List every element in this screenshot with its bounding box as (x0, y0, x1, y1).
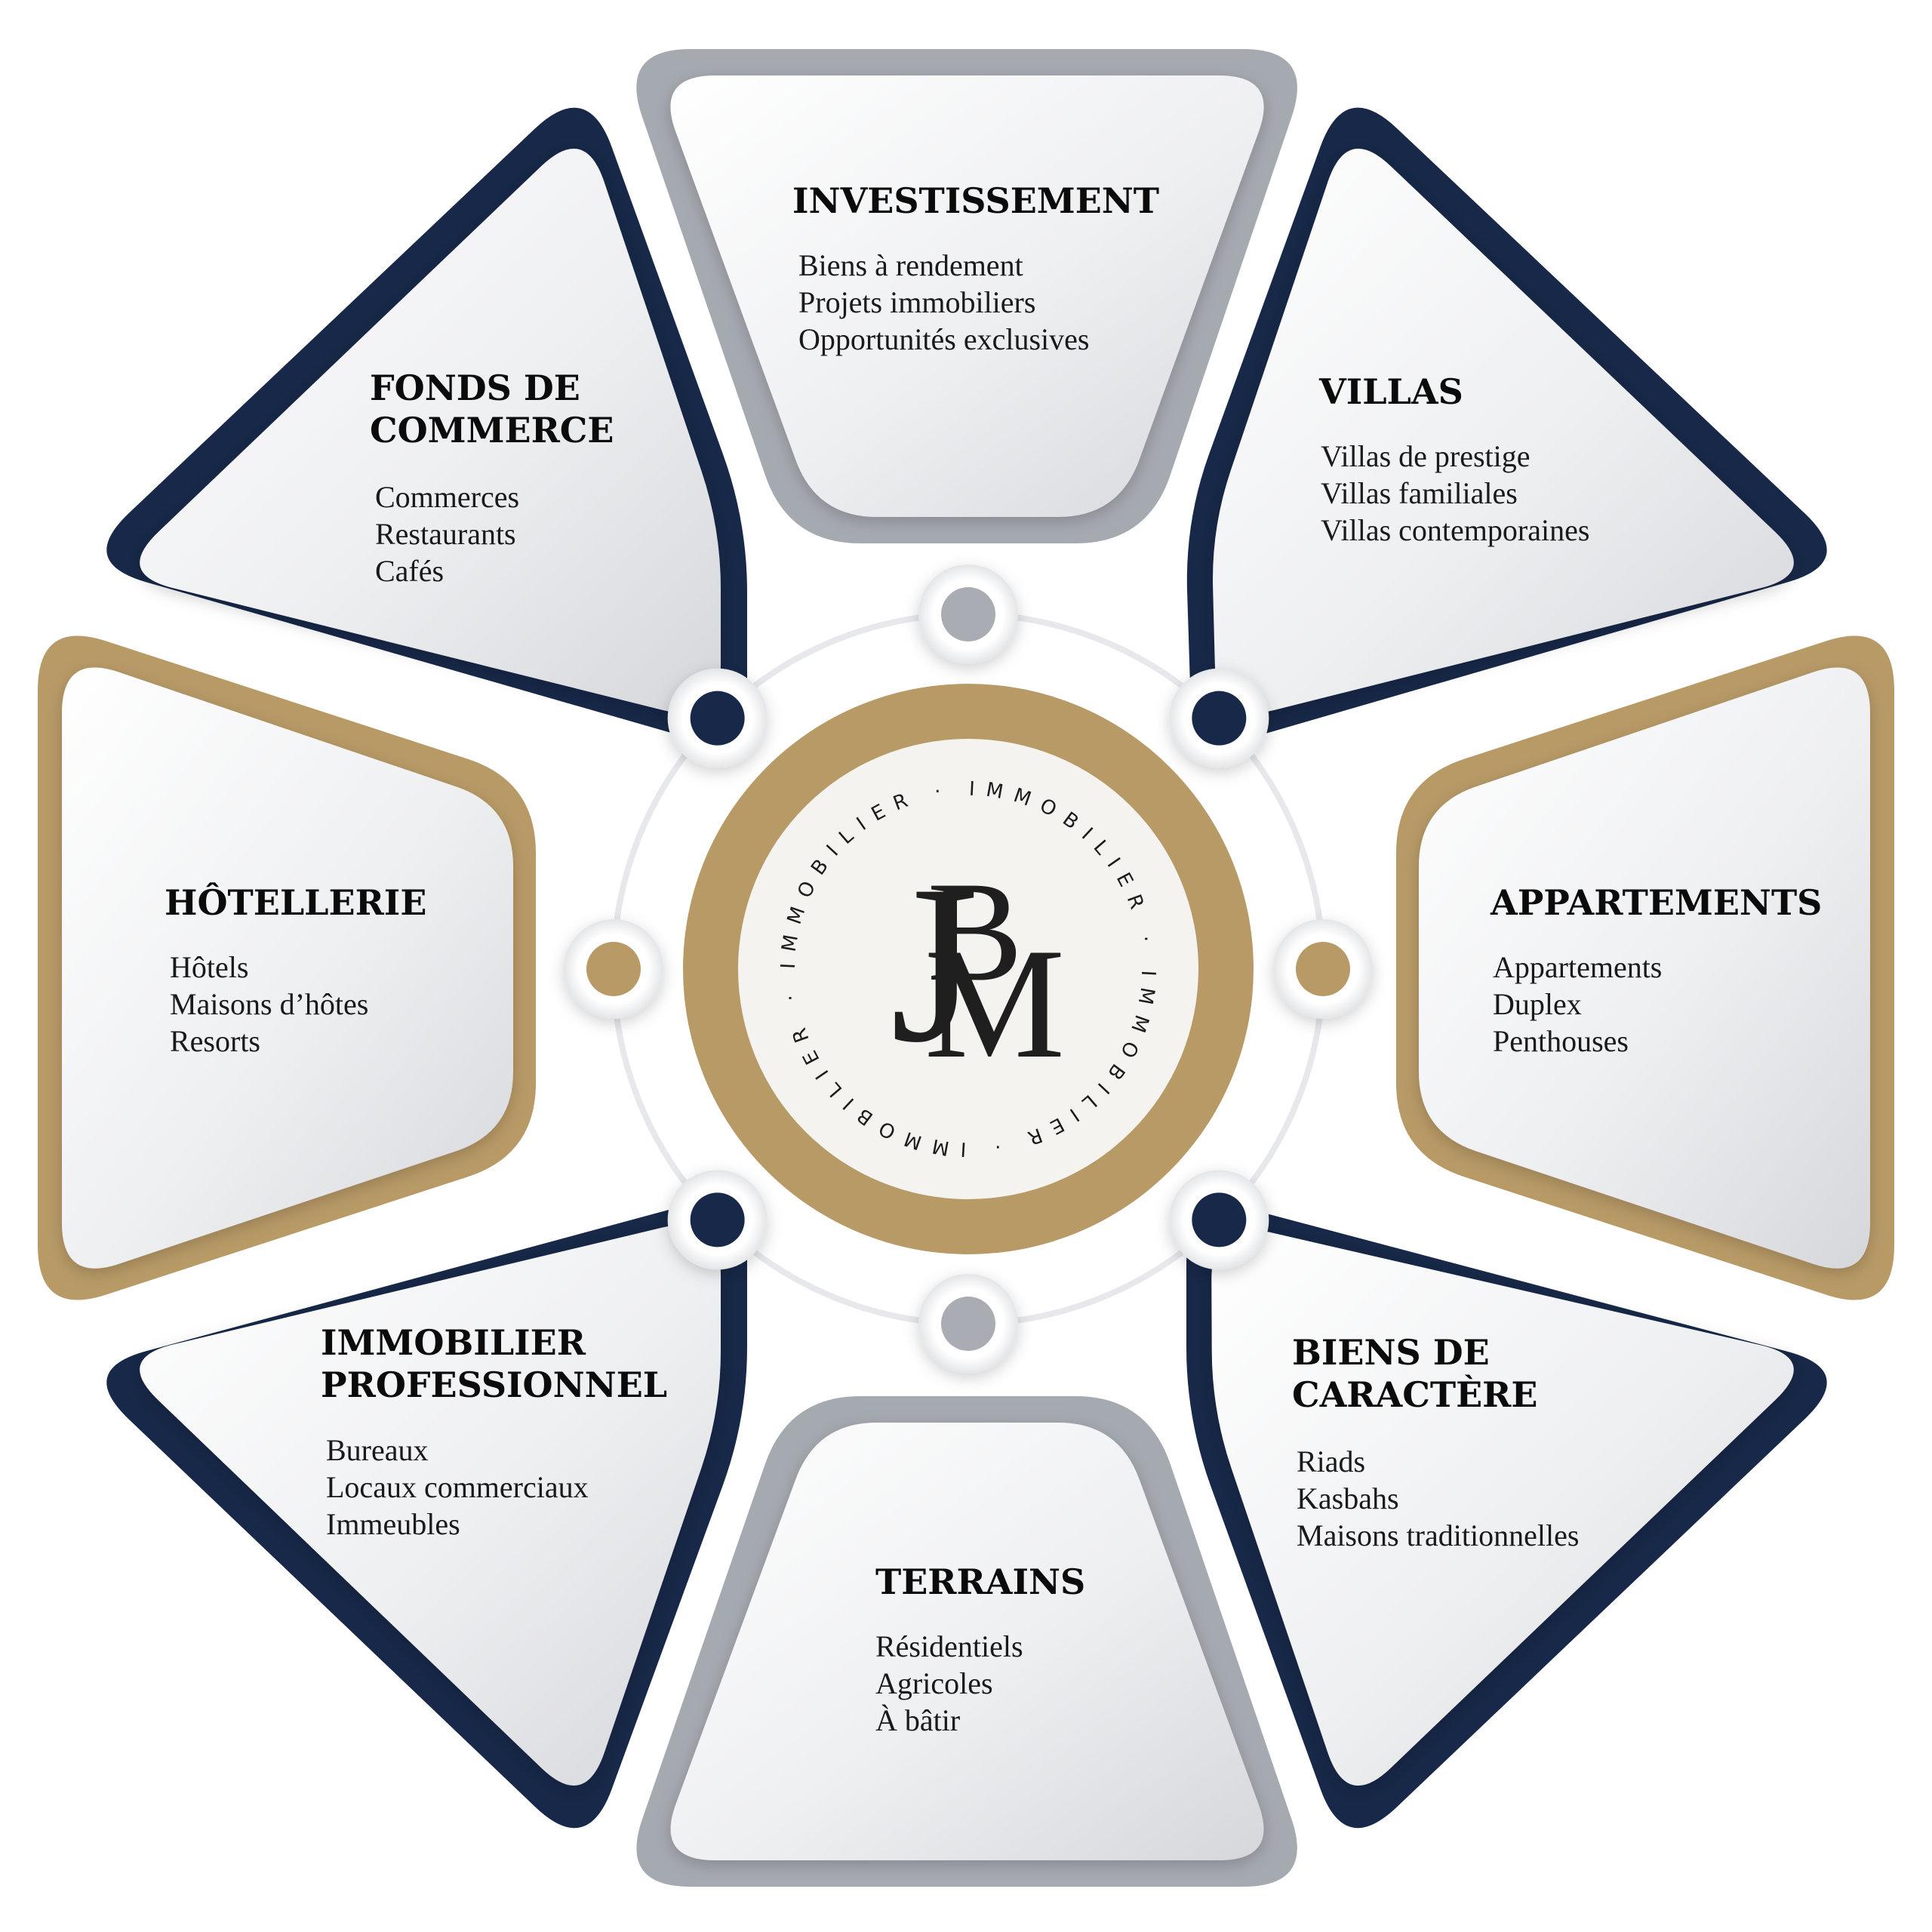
segment-title: APPARTEMENTS (1490, 882, 1822, 923)
monogram-m: M (924, 916, 1066, 1091)
segment-item: Villas familiales (1321, 476, 1518, 510)
segment-item: Bureaux (326, 1433, 429, 1467)
segment-title: BIENS DE (1292, 1332, 1490, 1373)
orbit-dot (667, 1170, 768, 1270)
segment-item: À bâtir (875, 1703, 960, 1737)
segment-item: Hôtels (170, 950, 248, 984)
segment-item: Cafés (375, 554, 444, 588)
segment-item: Villas de prestige (1321, 439, 1531, 473)
segment-title: FONDS DE (370, 368, 580, 408)
segment-panel (1211, 1229, 1794, 1786)
segment-panel (140, 1225, 721, 1786)
segment-title: CARACTÈRE (1292, 1374, 1537, 1415)
segment-panel (140, 148, 721, 713)
orbit-dot (918, 1274, 1018, 1374)
orbit-dot (667, 668, 768, 768)
orbit-dot (1169, 1170, 1269, 1270)
orbit-dot (1169, 668, 1269, 768)
orbit-dots (564, 565, 1373, 1374)
segment-item: Villas contemporaines (1321, 513, 1589, 547)
segment-title: VILLAS (1318, 371, 1463, 412)
segment-title: IMMOBILIER (321, 1322, 586, 1363)
segment-item: Résidentiels (875, 1629, 1023, 1663)
segment-panel (1419, 667, 1870, 1269)
orbit-dot (564, 919, 663, 1019)
segment-panel (62, 667, 513, 1269)
segment-item: Maisons traditionnelles (1297, 1518, 1579, 1552)
segment-title: INVESTISSEMENT (792, 180, 1159, 221)
segment-item: Penthouses (1493, 1024, 1629, 1058)
segment-item: Biens à rendement (798, 248, 1023, 282)
segment-panel (670, 1423, 1264, 1860)
segment-item: Projets immobiliers (798, 285, 1035, 319)
segment-panel (670, 75, 1264, 517)
segment-title: TERRAINS (875, 1561, 1085, 1602)
segment-item: Restaurants (375, 517, 516, 551)
logo-disc (738, 739, 1198, 1199)
segment-item: Maisons d’hôtes (170, 987, 368, 1021)
segment-title: COMMERCE (370, 410, 614, 451)
segment-item: Locaux commerciaux (326, 1470, 589, 1504)
center-hub: IMMOBILIER · IMMOBILIER · IMMOBILIER · I… (564, 565, 1373, 1374)
segment-title: PROFESSIONNEL (321, 1364, 667, 1405)
segment-panel (1213, 148, 1794, 713)
monogram-j: J (891, 838, 979, 1089)
orbit-dot (918, 565, 1018, 664)
segment-item: Resorts (170, 1024, 260, 1058)
segment-item: Kasbahs (1297, 1481, 1399, 1515)
monogram-b: B (928, 853, 1023, 1011)
segment-item: Opportunités exclusives (798, 322, 1090, 356)
segment-item: Duplex (1493, 987, 1582, 1021)
segment-item: Immeubles (326, 1507, 460, 1541)
segment-title: HÔTELLERIE (165, 881, 426, 923)
segment-item: Agricoles (875, 1666, 993, 1700)
logo-monogram: J B M (891, 838, 1066, 1091)
segment-item: Riads (1297, 1444, 1365, 1478)
orbit-dot (1273, 919, 1373, 1019)
segment-item: Appartements (1493, 950, 1662, 984)
segment-item: Commerces (375, 480, 519, 514)
